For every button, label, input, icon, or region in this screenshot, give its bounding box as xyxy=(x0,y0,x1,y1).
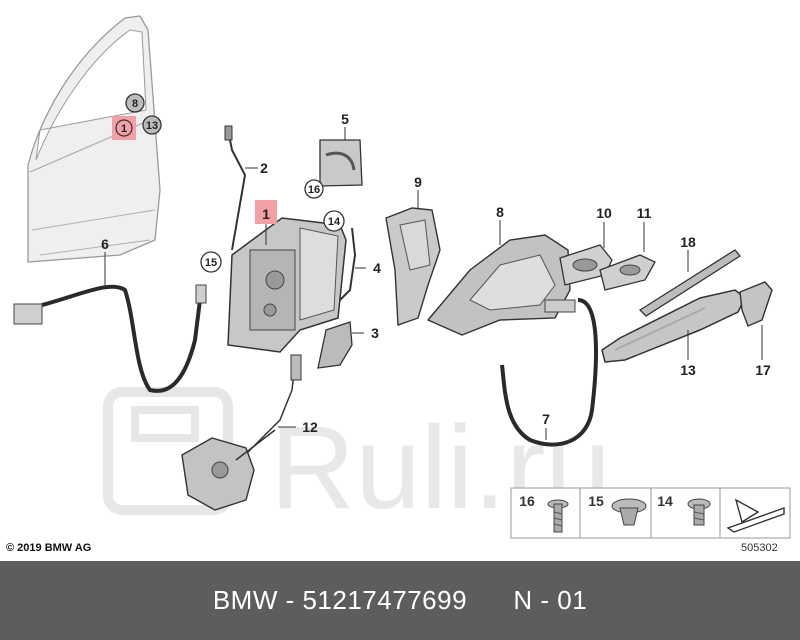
screw-icon-16 xyxy=(547,499,569,533)
callout-18: 18 xyxy=(680,234,696,250)
part-2-rod xyxy=(224,125,258,251)
callout-7: 7 xyxy=(542,411,550,427)
clip-icon-15 xyxy=(611,498,647,526)
part-4-rod xyxy=(339,227,366,301)
highlight-box-1 xyxy=(255,200,277,224)
part-9-cover xyxy=(385,190,441,326)
callout-13: 13 xyxy=(680,362,696,378)
footer-part-number: 51217477699 xyxy=(302,585,468,615)
callout-9: 9 xyxy=(414,174,422,190)
screw-icon-14 xyxy=(687,498,711,526)
callout-1-door: 1 xyxy=(121,123,127,135)
callout-4: 4 xyxy=(373,260,381,276)
part-3-bracket xyxy=(317,321,364,369)
diagram-reference-number: 505302 xyxy=(741,542,778,554)
callout-1: 1 xyxy=(262,206,270,222)
footer-position: N - 01 xyxy=(513,585,588,615)
part-12-actuator xyxy=(181,354,302,511)
fastener-legend: 16 15 14 xyxy=(510,487,791,539)
footer-brand: BMW xyxy=(212,585,278,615)
callout-8: 8 xyxy=(496,204,504,220)
callout-16: 16 xyxy=(308,184,320,196)
callout-2: 2 xyxy=(260,160,268,176)
callout-10: 10 xyxy=(596,205,612,221)
orientation-arrow-icon xyxy=(726,498,785,533)
part-6-cable xyxy=(13,252,207,393)
parts-diagram: Ruli.ru 8 1 13 6 2 5 16 xyxy=(13,15,791,539)
callout-14: 14 xyxy=(328,216,341,228)
part-18-strip xyxy=(638,249,741,317)
part-7-cable xyxy=(500,298,598,447)
callout-5: 5 xyxy=(341,111,349,127)
callout-8-door: 8 xyxy=(132,98,138,110)
legend-num-14: 14 xyxy=(657,493,673,509)
callout-12: 12 xyxy=(302,419,318,435)
legend-num-16: 16 xyxy=(519,493,535,509)
copyright-notice: © 2019 BMW AG xyxy=(6,542,92,554)
callout-11: 11 xyxy=(637,205,652,221)
part-13-handle xyxy=(601,289,746,363)
part-info-footer: BMW - 51217477699 N - 01 xyxy=(0,561,800,640)
part-8-carrier xyxy=(426,220,571,336)
part-11-gasket xyxy=(599,222,656,291)
part-1-door-lock xyxy=(227,217,347,353)
part-10-gasket xyxy=(559,222,613,286)
callout-3: 3 xyxy=(371,325,379,341)
callout-15: 15 xyxy=(205,257,217,269)
footer-separator: - xyxy=(277,585,303,615)
callout-17: 17 xyxy=(755,362,771,378)
callout-13-door: 13 xyxy=(146,120,158,132)
footer-gap xyxy=(467,585,513,616)
callout-circle-8-door xyxy=(125,93,145,113)
part-17-cap xyxy=(739,281,773,360)
legend-num-15: 15 xyxy=(588,493,604,509)
door-outline xyxy=(27,15,161,263)
part-5-striker xyxy=(319,127,363,187)
callout-6: 6 xyxy=(101,236,109,252)
